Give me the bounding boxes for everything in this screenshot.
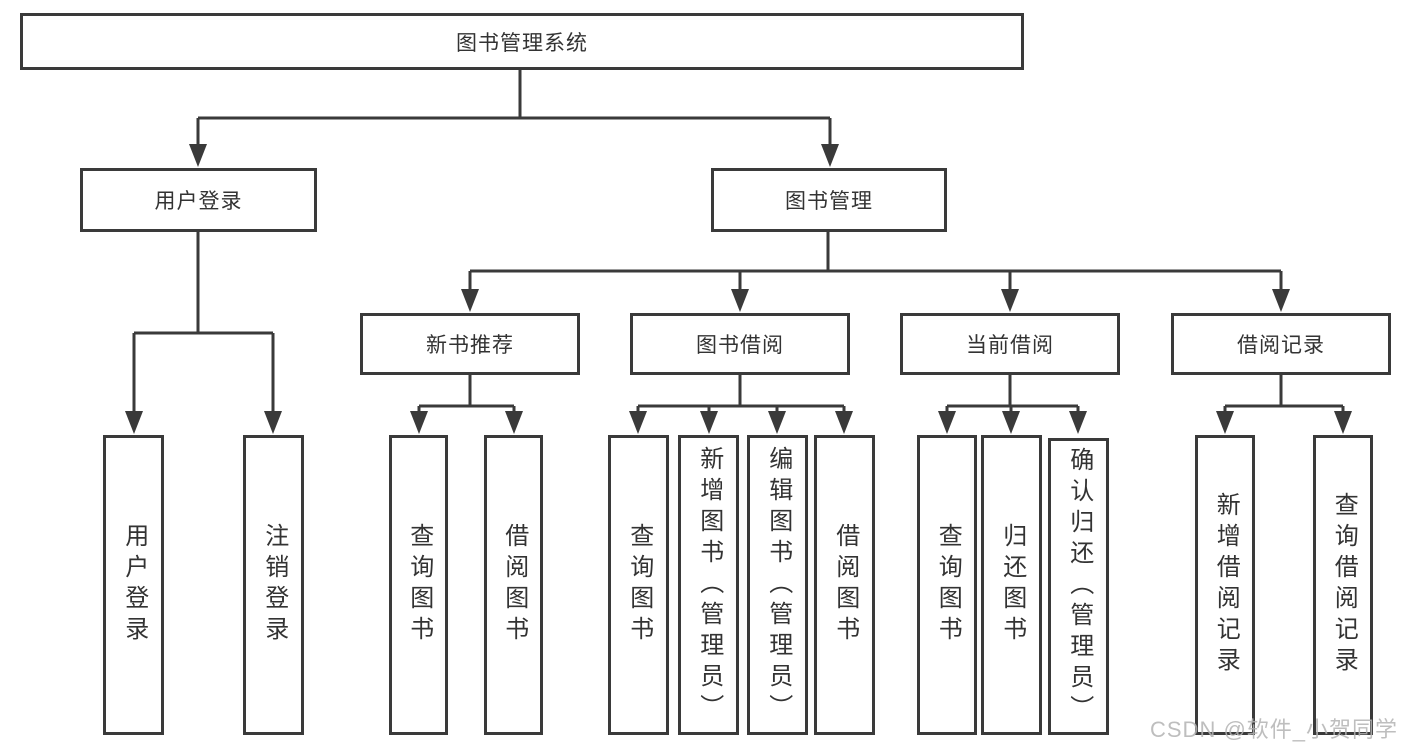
node-user-login: 用户登录 [80, 168, 317, 232]
node-label: 查询借阅记录 [1330, 492, 1358, 678]
node-label: 确认归还（管理员） [1065, 447, 1093, 726]
node-leaf-edit-books-admin: 编辑图书（管理员） [747, 435, 808, 735]
node-label: 图书管理系统 [456, 31, 588, 55]
node-leaf-return-books: 归还图书 [981, 435, 1042, 735]
node-label: 查询图书 [625, 523, 653, 647]
node-leaf-query-books-newbooks: 查询图书 [389, 435, 448, 735]
node-leaf-add-borrow-record: 新增借阅记录 [1195, 435, 1255, 735]
node-label: 当前借阅 [966, 334, 1054, 357]
node-library-management-system: 图书管理系统 [20, 13, 1024, 70]
node-label: 借阅记录 [1237, 334, 1325, 357]
node-label: 借阅图书 [500, 523, 528, 647]
node-leaf-borrow-books-newbooks: 借阅图书 [484, 435, 543, 735]
node-label: 用户登录 [120, 523, 148, 647]
node-current-borrowing: 当前借阅 [900, 313, 1120, 375]
node-label: 查询图书 [405, 523, 433, 647]
node-leaf-query-borrow-record: 查询借阅记录 [1313, 435, 1373, 735]
node-leaf-borrow-books-borrowing: 借阅图书 [814, 435, 875, 735]
node-leaf-logout: 注销登录 [243, 435, 304, 735]
node-leaf-add-books-admin: 新增图书（管理员） [678, 435, 739, 735]
node-label: 借阅图书 [831, 523, 859, 647]
node-label: 新书推荐 [426, 334, 514, 357]
node-label: 图书管理 [785, 190, 873, 213]
node-label: 注销登录 [260, 523, 288, 647]
node-leaf-user-login: 用户登录 [103, 435, 164, 735]
node-borrowing-records: 借阅记录 [1171, 313, 1391, 375]
node-book-management: 图书管理 [711, 168, 947, 232]
node-label: 图书借阅 [696, 334, 784, 357]
node-label: 新增借阅记录 [1212, 492, 1240, 678]
node-label: 查询图书 [934, 523, 962, 647]
node-leaf-query-books-borrowing: 查询图书 [608, 435, 669, 735]
node-label: 新增图书（管理员） [695, 445, 723, 725]
csdn-watermark: CSDN @软件_小贺同学 [1150, 717, 1399, 742]
node-leaf-query-books-current: 查询图书 [917, 435, 977, 735]
node-label: 用户登录 [154, 190, 243, 213]
node-label: 编辑图书（管理员） [764, 445, 792, 725]
node-new-book-recommendation: 新书推荐 [360, 313, 580, 375]
node-leaf-confirm-return-admin: 确认归还（管理员） [1048, 438, 1109, 735]
node-book-borrowing: 图书借阅 [630, 313, 850, 375]
node-label: 归还图书 [998, 523, 1026, 647]
